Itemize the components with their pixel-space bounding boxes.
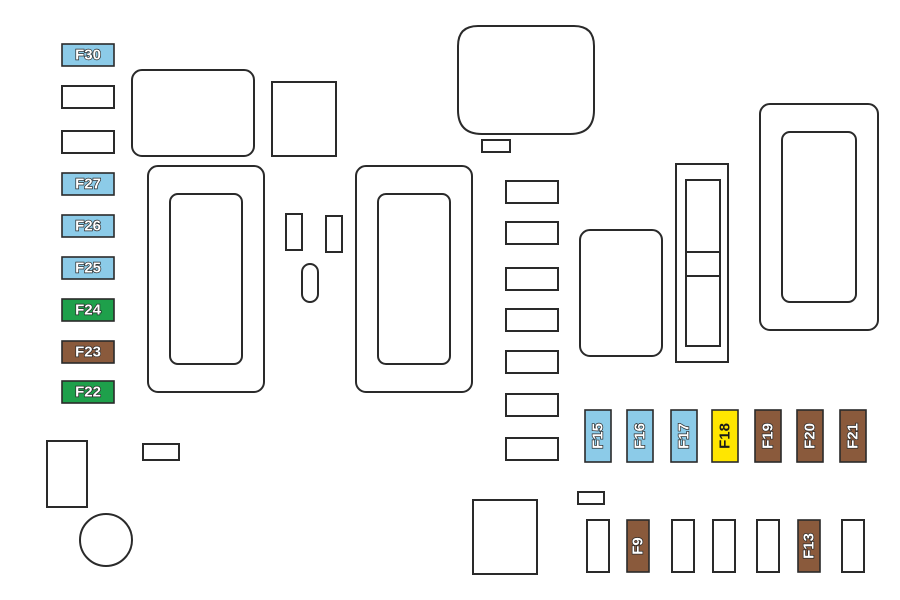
fuse-f13-body (797, 519, 821, 573)
fuse-f13: F13 (797, 519, 821, 573)
empty-fuse-slot (61, 85, 115, 109)
fuse-f22-label: F22 (75, 384, 101, 401)
fuse-f15-label: F15 (590, 423, 607, 449)
fuse-f19-body (754, 409, 782, 463)
small-fuse-slot (142, 443, 180, 461)
relay-block-square (271, 81, 337, 157)
empty-fuse-slot (61, 130, 115, 154)
fuse-f22-body (61, 380, 115, 404)
maxi-fuse-holder (675, 163, 729, 363)
fuse-f21-label: F21 (845, 423, 862, 449)
fuse-f30-body (61, 43, 115, 67)
fuse-f16-label: F16 (632, 423, 649, 449)
fuse-f19-label: F19 (760, 423, 777, 449)
fuse-f18-body (711, 409, 739, 463)
terminal-pin (285, 213, 303, 251)
fuse-f17-body (670, 409, 698, 463)
fuse-f16: F16 (626, 409, 654, 463)
empty-fuse-slot (505, 180, 559, 204)
fuse-f30: F30 (61, 43, 115, 67)
fuse-f30-label: F30 (75, 47, 101, 64)
fuse-f20-label: F20 (802, 423, 819, 449)
fuse-f23: F23 (61, 340, 115, 364)
fuse-f9: F9 (626, 519, 650, 573)
fuse-f23-body (61, 340, 115, 364)
fuse-f18: F18 (711, 409, 739, 463)
fuse-f25-body (61, 256, 115, 280)
fuse-f25: F25 (61, 256, 115, 280)
fuse-f27: F27 (61, 172, 115, 196)
oval-terminal (301, 263, 319, 303)
fuse-f23-label: F23 (75, 344, 101, 361)
fuse-f26-body (61, 214, 115, 238)
fuse-f24-label: F24 (75, 302, 102, 319)
fuse-f18-label: F18 (717, 423, 734, 449)
connector-housing-middle (355, 165, 473, 393)
fuse-f26: F26 (61, 214, 115, 238)
fuse-f17-label: F17 (676, 423, 693, 449)
round-connector (79, 513, 133, 567)
empty-fuse-slot-vertical (841, 519, 865, 573)
relay-block-rounded (579, 229, 663, 357)
fuse-f27-label: F27 (75, 176, 101, 193)
empty-fuse-slot (505, 393, 559, 417)
fuse-f9-body (626, 519, 650, 573)
empty-fuse-slot-vertical (586, 519, 610, 573)
bottom-left-block (46, 440, 88, 508)
fuse-f25-label: F25 (75, 260, 101, 277)
fuse-f15-body (584, 409, 612, 463)
bottom-square-block (472, 499, 538, 575)
fuse-f24-body (61, 298, 115, 322)
connector-housing-left (147, 165, 265, 393)
fuse-f26-label: F26 (75, 218, 101, 235)
fuse-f19: F19 (754, 409, 782, 463)
small-tab (481, 139, 511, 153)
empty-fuse-slot-vertical (756, 519, 780, 573)
connector-housing-right (759, 103, 879, 331)
empty-fuse-slot (505, 267, 559, 291)
empty-fuse-slot (505, 308, 559, 332)
fuse-f20: F20 (796, 409, 824, 463)
fuse-f21: F21 (839, 409, 867, 463)
relay-block (131, 69, 255, 157)
empty-fuse-slot-vertical (712, 519, 736, 573)
fuse-f13-label: F13 (801, 533, 818, 559)
small-tab (577, 491, 605, 505)
fuse-f16-body (626, 409, 654, 463)
fuse-f21-body (839, 409, 867, 463)
empty-fuse-slot (505, 350, 559, 374)
empty-fuse-slot (505, 437, 559, 461)
fuse-f17: F17 (670, 409, 698, 463)
fuse-f9-label: F9 (630, 537, 647, 555)
empty-fuse-slot (505, 221, 559, 245)
fuse-f15: F15 (584, 409, 612, 463)
terminal-pin (325, 215, 343, 253)
fuse-f27-body (61, 172, 115, 196)
fuse-f22: F22 (61, 380, 115, 404)
fuse-f20-body (796, 409, 824, 463)
fuse-f24: F24 (61, 298, 115, 322)
top-relay (457, 25, 595, 135)
empty-fuse-slot-vertical (671, 519, 695, 573)
